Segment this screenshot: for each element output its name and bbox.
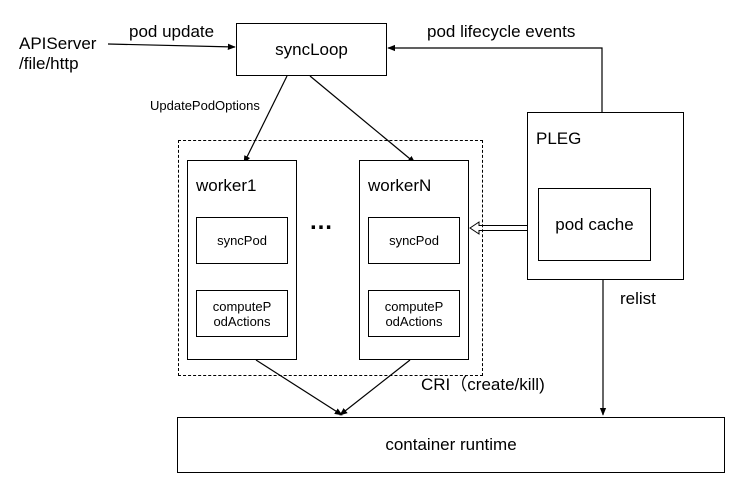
- cri-label: CRI（create/kill): [421, 375, 545, 394]
- syncpod-box-n: syncPod: [368, 217, 460, 264]
- syncpod-box-1: syncPod: [196, 217, 288, 264]
- update-pod-options-arrow-workerN: [309, 75, 416, 164]
- update-pod-options-label: UpdatePodOptions: [150, 98, 260, 113]
- workerN-title: workerN: [368, 176, 432, 195]
- compute-pod-actions-box-n: computeP odActions: [368, 290, 460, 337]
- workers-ellipsis: …: [309, 208, 333, 235]
- api-server-source-label: APIServer /file/http: [19, 34, 97, 73]
- workerN-to-runtime-arrow: [339, 359, 411, 416]
- worker-pool-group: [178, 140, 483, 376]
- pod-lifecycle-events-arrow: [387, 44, 603, 112]
- pod-update-label: pod update: [129, 22, 215, 41]
- worker1-to-runtime-arrow: [255, 359, 343, 416]
- update-pod-options-arrow-worker1: [243, 75, 288, 164]
- worker1-title: worker1: [196, 176, 257, 195]
- pod-cache-box: pod cache: [538, 188, 651, 261]
- pleg-title: PLEG: [536, 129, 582, 148]
- pod-lifecycle-events-label: pod lifecycle events: [427, 22, 576, 41]
- compute-pod-actions-box-1: computeP odActions: [196, 290, 288, 337]
- sync-loop-box: syncLoop: [236, 23, 387, 76]
- container-runtime-box: container runtime: [177, 417, 725, 473]
- relist-label: relist: [620, 289, 656, 308]
- pod-update-arrow: [107, 43, 236, 51]
